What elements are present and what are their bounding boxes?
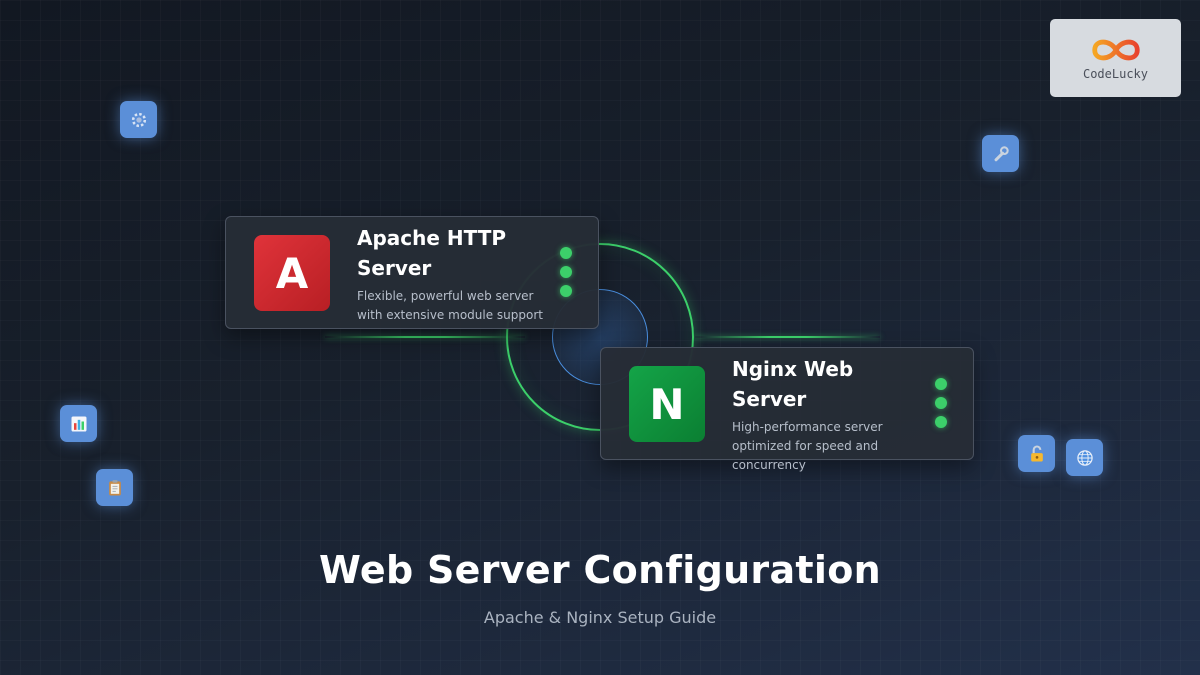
apache-server-card[interactable]: A Apache HTTP Server Flexible, powerful … — [225, 216, 599, 329]
wrench-icon — [982, 135, 1019, 172]
apache-card-title: Apache HTTP Server — [357, 226, 507, 280]
page-title: Web Server Configuration — [319, 548, 881, 592]
nginx-status-dots — [935, 378, 947, 428]
gear-icon — [120, 101, 157, 138]
nginx-server-card[interactable]: N Nginx Web Server High-performance serv… — [600, 347, 974, 472]
status-dot — [935, 378, 947, 390]
status-dot — [560, 285, 572, 297]
status-dot — [560, 266, 572, 278]
apache-logo: A — [254, 235, 330, 311]
apache-status-dots — [560, 247, 572, 297]
clipboard-icon — [96, 469, 133, 506]
nginx-card-title: Nginx Web Server — [732, 357, 854, 411]
nginx-logo: N — [629, 366, 705, 442]
nginx-card-description: High-performance server optimized for sp… — [732, 420, 883, 472]
globe-icon — [1066, 439, 1103, 476]
status-dot — [935, 416, 947, 428]
page-subtitle: Apache & Nginx Setup Guide — [483, 608, 717, 627]
status-dot — [935, 397, 947, 409]
codelucky-logo[interactable]: CodeLucky — [1050, 19, 1181, 97]
glow-line-right — [695, 336, 880, 338]
logo-text: CodeLucky — [1082, 67, 1149, 81]
apache-card-description: Flexible, powerful web server with exten… — [357, 289, 543, 322]
bar-chart-icon — [60, 405, 97, 442]
status-dot — [560, 247, 572, 259]
glow-line-left — [325, 336, 525, 338]
unlock-icon — [1018, 435, 1055, 472]
infinity-logo-icon — [1091, 39, 1140, 61]
